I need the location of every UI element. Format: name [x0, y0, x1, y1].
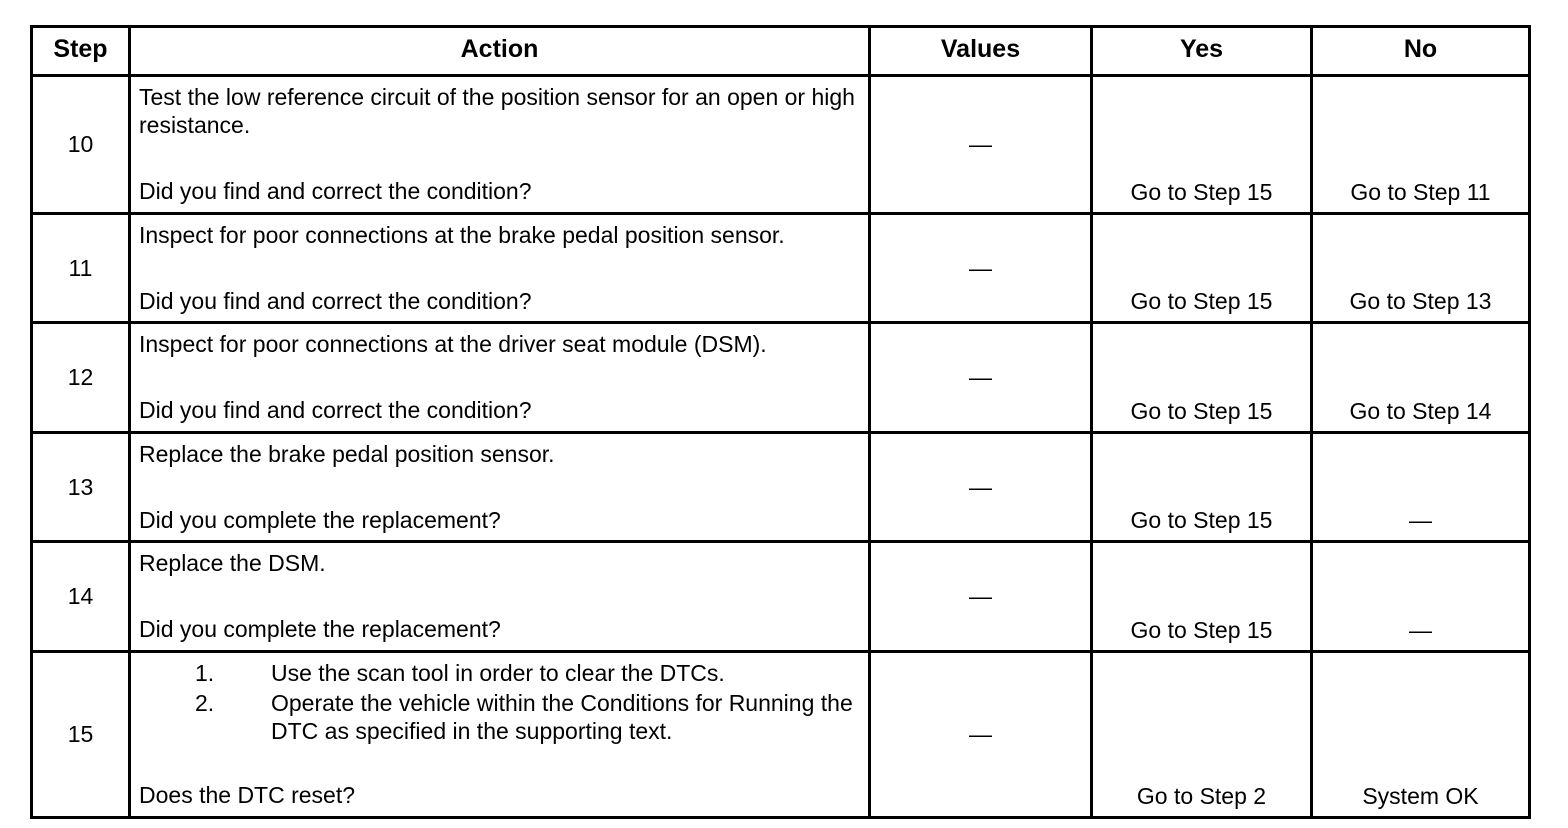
action-question: Did you find and correct the condition?: [139, 287, 532, 314]
action-question: Did you find and correct the condition?: [139, 396, 532, 423]
action-cell: 1. Use the scan tool in order to clear t…: [128, 650, 871, 819]
no-cell: Go to Step 14: [1310, 321, 1531, 434]
diagnostic-table-container: Step Action Values Yes No 10 Test the lo…: [30, 25, 1531, 819]
action-instruction: Replace the DSM.: [139, 550, 326, 576]
action-question: Did you complete the replacement?: [139, 506, 501, 533]
action-question: Did you find and correct the condition?: [139, 177, 532, 204]
yes-cell: Go to Step 15: [1090, 431, 1313, 543]
yes-cell: Go to Step 15: [1090, 212, 1313, 324]
no-cell: —: [1310, 540, 1531, 653]
values-text: —: [969, 473, 992, 500]
action-instruction: Test the low reference circuit of the po…: [139, 84, 855, 139]
values-text: —: [969, 583, 992, 610]
action-content: Inspect for poor connections at the driv…: [139, 330, 866, 424]
action-ordered-list: 1. Use the scan tool in order to clear t…: [139, 659, 866, 745]
action-question: Did you complete the replacement?: [139, 615, 501, 642]
list-item-number: 2.: [195, 690, 215, 717]
action-instruction: Replace the brake pedal position sensor.: [139, 441, 555, 467]
list-item: 2. Operate the vehicle within the Condit…: [139, 689, 866, 745]
step-number: 14: [30, 540, 131, 653]
action-cell: Inspect for poor connections at the brak…: [128, 212, 871, 324]
values-text: —: [969, 364, 992, 391]
action-instruction: Inspect for poor connections at the driv…: [139, 331, 767, 357]
yes-cell: Go to Step 15: [1090, 74, 1313, 215]
action-content: Test the low reference circuit of the po…: [139, 83, 866, 205]
table-row: 14 Replace the DSM. Did you complete the…: [30, 540, 1531, 653]
step-number: 11: [30, 212, 131, 324]
values-text: —: [969, 131, 992, 158]
action-content: Replace the brake pedal position sensor.…: [139, 440, 866, 534]
list-item-text: Use the scan tool in order to clear the …: [271, 660, 725, 686]
no-cell: —: [1310, 431, 1531, 543]
yes-cell: Go to Step 15: [1090, 540, 1313, 653]
values-cell: —: [868, 74, 1093, 215]
no-cell: System OK: [1310, 650, 1531, 819]
table-row: 12 Inspect for poor connections at the d…: [30, 321, 1531, 434]
table-row: 13 Replace the brake pedal position sens…: [30, 431, 1531, 543]
values-cell: —: [868, 540, 1093, 653]
column-header-step: Step: [30, 25, 131, 77]
table-row: 11 Inspect for poor connections at the b…: [30, 212, 1531, 324]
values-cell: —: [868, 212, 1093, 324]
table-row: 15 1. Use the scan tool in order to clea…: [30, 650, 1531, 819]
column-header-no: No: [1310, 25, 1531, 77]
action-question: Does the DTC reset?: [139, 781, 356, 808]
column-header-action: Action: [128, 25, 871, 77]
yes-cell: Go to Step 15: [1090, 321, 1313, 434]
list-item-number: 1.: [195, 660, 215, 686]
action-instruction: Inspect for poor connections at the brak…: [139, 222, 785, 248]
values-text: —: [969, 254, 992, 281]
list-item-text: Operate the vehicle within the Condition…: [271, 690, 853, 745]
step-number: 13: [30, 431, 131, 543]
action-cell: Replace the DSM. Did you complete the re…: [128, 540, 871, 653]
step-number: 12: [30, 321, 131, 434]
values-cell: —: [868, 321, 1093, 434]
values-text: —: [969, 721, 992, 748]
no-cell: Go to Step 13: [1310, 212, 1531, 324]
action-cell: Replace the brake pedal position sensor.…: [128, 431, 871, 543]
step-number: 15: [30, 650, 131, 819]
action-content: 1. Use the scan tool in order to clear t…: [139, 659, 866, 809]
yes-cell: Go to Step 2: [1090, 650, 1313, 819]
action-content: Replace the DSM. Did you complete the re…: [139, 549, 866, 643]
values-cell: —: [868, 650, 1093, 819]
table-header: Step Action Values Yes No: [30, 25, 1531, 77]
action-cell: Test the low reference circuit of the po…: [128, 74, 871, 215]
action-content: Inspect for poor connections at the brak…: [139, 221, 866, 315]
column-header-yes: Yes: [1090, 25, 1313, 77]
action-cell: Inspect for poor connections at the driv…: [128, 321, 871, 434]
table-row: 10 Test the low reference circuit of the…: [30, 74, 1531, 215]
list-item: 1. Use the scan tool in order to clear t…: [139, 659, 866, 687]
table-body: 10 Test the low reference circuit of the…: [30, 74, 1531, 819]
step-number: 10: [30, 74, 131, 215]
table-header-row: Step Action Values Yes No: [30, 25, 1531, 77]
column-header-values: Values: [868, 25, 1093, 77]
values-cell: —: [868, 431, 1093, 543]
diagnostic-procedure-table: Step Action Values Yes No 10 Test the lo…: [30, 25, 1531, 819]
no-cell: Go to Step 11: [1310, 74, 1531, 215]
